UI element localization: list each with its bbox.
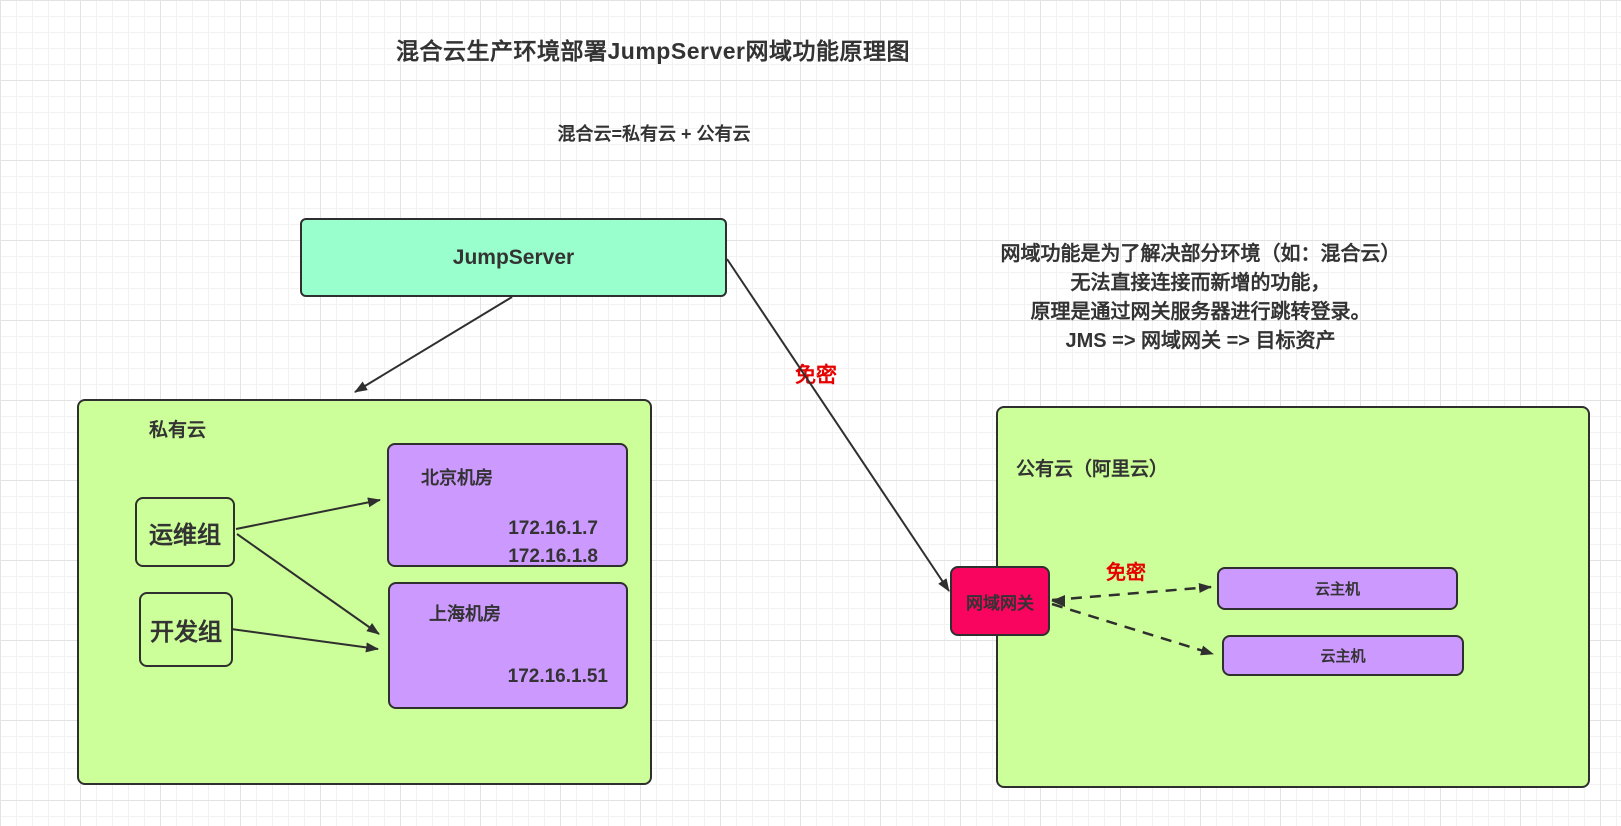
node-private-cloud[interactable]: 私有云 运维组 开发组 北京机房 172.16.1.7 172.16.1.8 上… [77, 399, 652, 785]
public-cloud-label: 公有云（阿里云） [1016, 459, 1169, 480]
node-ops-group[interactable]: 运维组 [135, 497, 235, 567]
node-shanghai-idc[interactable]: 上海机房 172.16.1.51 [388, 582, 628, 709]
beijing-idc-ip-list: 172.16.1.7 172.16.1.8 [508, 515, 598, 571]
node-jumpserver-label: JumpServer [452, 245, 575, 269]
domain-gateway-label: 网域网关 [966, 593, 1034, 613]
node-dev-group[interactable]: 开发组 [139, 592, 233, 667]
private-cloud-label: 私有云 [149, 420, 207, 441]
cloud-host-label: 云主机 [1314, 581, 1360, 598]
node-cloud-host-1[interactable]: 云主机 [1217, 567, 1458, 610]
note-line: JMS => 网域网关 => 目标资产 [1065, 330, 1336, 352]
note-line: 原理是通过网关服务器进行跳转登录。 [1030, 301, 1371, 323]
dev-group-label: 开发组 [150, 619, 222, 646]
edge-label-passwordless-gateway: 免密 [1106, 562, 1146, 584]
beijing-idc-label: 北京机房 [421, 468, 493, 488]
ip-address: 172.16.1.51 [507, 666, 608, 687]
node-cloud-host-2[interactable]: 云主机 [1222, 635, 1464, 676]
diagram-subtitle: 混合云=私有云 + 公有云 [557, 124, 751, 144]
ops-group-label: 运维组 [149, 521, 221, 549]
node-beijing-idc[interactable]: 北京机房 172.16.1.7 172.16.1.8 [387, 443, 628, 567]
node-domain-gateway[interactable]: 网域网关 [950, 566, 1050, 636]
ip-address: 172.16.1.7 [508, 518, 598, 539]
cloud-host-label: 云主机 [1320, 648, 1366, 665]
note-block: 网域功能是为了解决部分环境（如：混合云） 无法直接连接而新增的功能， 原理是通过… [978, 240, 1423, 356]
node-public-cloud[interactable]: 公有云（阿里云） 云主机 云主机 [996, 406, 1590, 788]
shanghai-idc-label: 上海机房 [429, 604, 501, 624]
note-line: 无法直接连接而新增的功能， [1070, 272, 1331, 294]
edge-jumpserver-to-gateway [726, 258, 950, 592]
ip-address: 172.16.1.8 [508, 546, 598, 567]
note-line: 网域功能是为了解决部分环境（如：混合云） [1000, 243, 1401, 265]
edge-label-passwordless-jms: 免密 [795, 364, 837, 387]
edge-jumpserver-to-private-cloud [354, 296, 513, 393]
node-jumpserver[interactable]: JumpServer [300, 218, 727, 297]
diagram-title: 混合云生产环境部署JumpServer网域功能原理图 [396, 38, 910, 64]
